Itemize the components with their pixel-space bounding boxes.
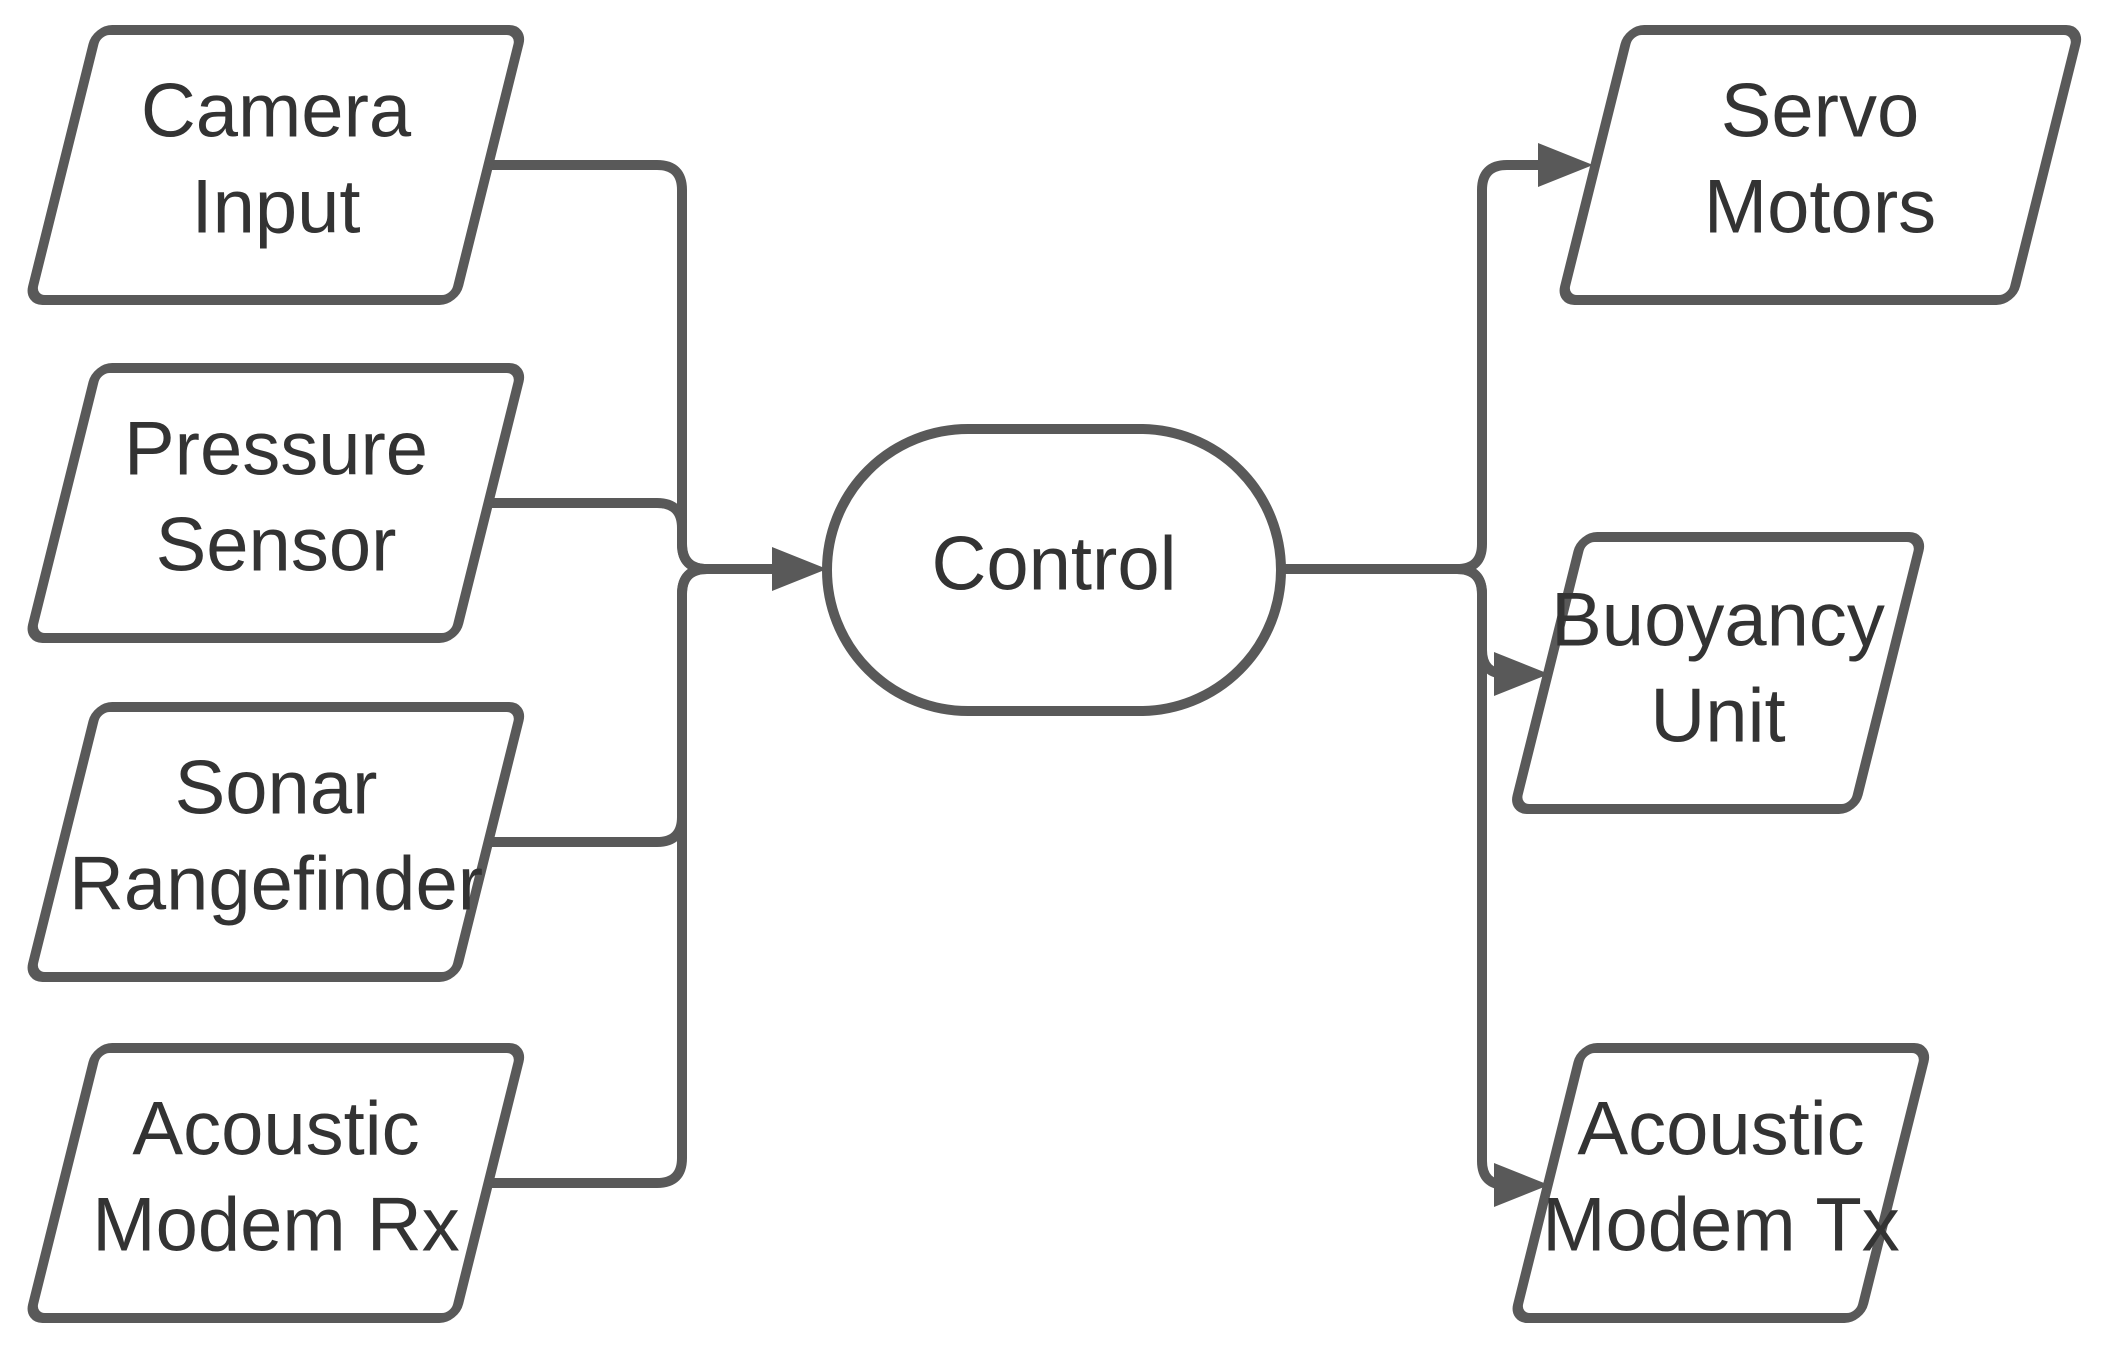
arrowhead-into-acoustic-modem-tx-icon	[1494, 1163, 1549, 1207]
node-label: Acoustic	[1577, 1087, 1864, 1172]
edge-control-to-buoyancy-unit	[1270, 564, 1507, 679]
node-label: Acoustic	[132, 1087, 419, 1172]
edge-layer	[460, 143, 1593, 1207]
acoustic-modem-tx-parallelogram	[1512, 1043, 1930, 1323]
acoustic-modem-rx-parallelogram	[27, 1043, 525, 1323]
buoyancy-unit-parallelogram	[1512, 532, 1925, 814]
node-label: Sonar	[175, 746, 378, 831]
node-acoustic-modem-tx: Acoustic Modem Tx	[1512, 1043, 1930, 1323]
node-label: Modem Rx	[92, 1183, 459, 1268]
edge-control-to-acoustic-modem-tx	[1270, 564, 1507, 1190]
node-label: Motors	[1704, 165, 1936, 250]
arrowhead-into-servo-motors-icon	[1538, 143, 1593, 187]
node-label: Buoyancy	[1551, 578, 1885, 663]
edge-pressure-sensor-to-control	[460, 498, 774, 574]
node-sonar-rangefinder: Sonar Rangefinder	[27, 702, 525, 982]
node-label: Rangefinder	[69, 842, 483, 927]
node-acoustic-modem-rx: Acoustic Modem Rx	[27, 1043, 525, 1323]
arrowhead-into-buoyancy-unit-icon	[1494, 652, 1549, 696]
node-label: Pressure	[124, 407, 428, 492]
camera-input-parallelogram	[27, 25, 525, 305]
node-label: Control	[932, 522, 1177, 607]
node-servo-motors: Servo Motors	[1559, 25, 2082, 305]
sonar-rangefinder-parallelogram	[27, 702, 525, 982]
node-label: Servo	[1721, 69, 1920, 154]
node-buoyancy-unit: Buoyancy Unit	[1512, 532, 1925, 814]
node-label: Modem Tx	[1542, 1183, 1900, 1268]
edge-control-to-servo-motors	[1270, 160, 1540, 574]
node-label: Input	[191, 165, 360, 250]
node-control: Control	[822, 424, 1286, 716]
node-label: Unit	[1650, 674, 1785, 759]
node-label: Camera	[141, 69, 412, 154]
node-pressure-sensor: Pressure Sensor	[27, 363, 525, 643]
pressure-sensor-parallelogram	[27, 363, 525, 643]
arrowhead-into-control-icon	[772, 547, 827, 591]
node-label: Sensor	[156, 503, 397, 588]
control-stadium	[822, 424, 1286, 716]
servo-motors-parallelogram	[1559, 25, 2082, 305]
edge-acoustic-modem-rx-to-control	[460, 564, 774, 1188]
node-camera-input: Camera Input	[27, 25, 525, 305]
